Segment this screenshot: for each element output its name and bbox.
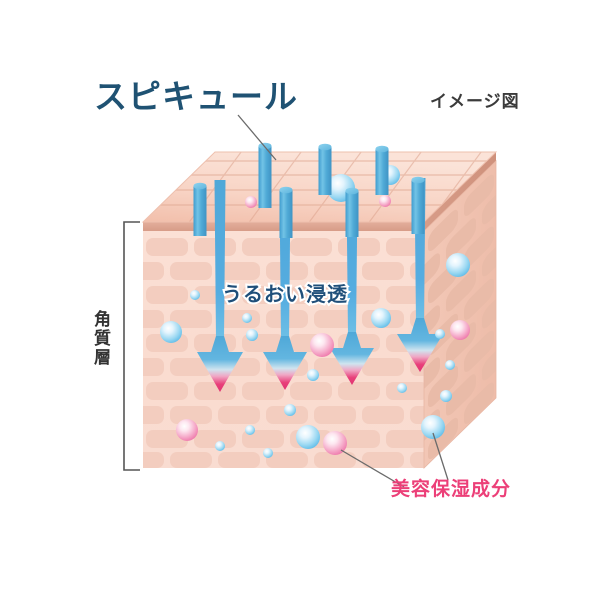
spicule: [318, 143, 332, 195]
spicule: [345, 187, 359, 237]
spicule: [258, 142, 272, 208]
penetration-label: うるおい浸透: [220, 283, 349, 307]
leader-lines: [237, 114, 449, 488]
stratum-corneum-bracket: [123, 221, 140, 471]
cube-right-face: [423, 160, 497, 469]
stratum-corneum-label: 角質層: [91, 310, 110, 367]
spicule: [411, 176, 425, 234]
moisturizer-label: 美容保湿成分: [391, 479, 512, 500]
spicule-leader-line: [237, 114, 277, 161]
ingredient-bubbles: [160, 165, 470, 458]
moisturizer-leader-line-blue: [432, 432, 449, 481]
moisturizer-leader-line-pink: [340, 449, 405, 488]
title-spicule: スピキュール: [94, 78, 298, 115]
spicule: [193, 182, 207, 236]
spicule: [279, 186, 293, 238]
spicule: [375, 145, 389, 195]
spicule-needles: [193, 142, 425, 238]
image-note-label: イメージ図: [430, 92, 520, 111]
penetration-arrow: [197, 180, 243, 392]
